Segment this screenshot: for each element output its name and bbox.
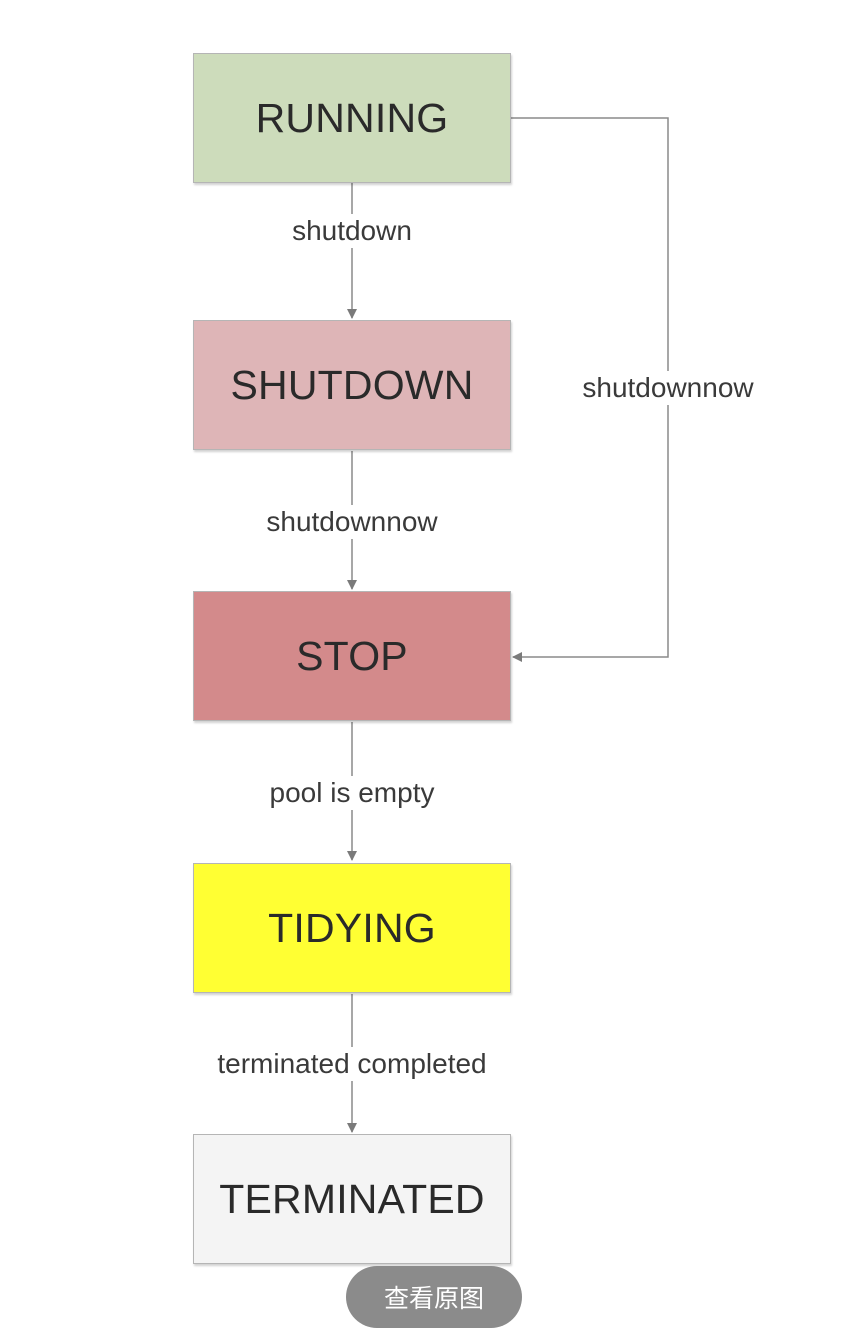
edge-label-shutdown-stop: shutdownnow xyxy=(266,505,438,539)
view-original-button[interactable]: 查看原图 xyxy=(346,1266,522,1328)
edge-label-running-stop: shutdownnow xyxy=(582,371,754,405)
state-running-label: RUNNING xyxy=(255,94,449,141)
edge-label-running-shutdown: shutdown xyxy=(292,214,412,248)
state-shutdown-label: SHUTDOWN xyxy=(230,361,474,408)
edge-label-stop-tidying: pool is empty xyxy=(269,776,435,810)
state-terminated: TERMINATED xyxy=(193,1134,511,1264)
state-tidying-label: TIDYING xyxy=(268,904,436,951)
edge-label-tidying-terminated: terminated completed xyxy=(217,1047,487,1081)
state-terminated-label: TERMINATED xyxy=(219,1175,485,1222)
state-running: RUNNING xyxy=(193,53,511,183)
state-shutdown: SHUTDOWN xyxy=(193,320,511,450)
state-stop-label: STOP xyxy=(296,632,408,679)
state-tidying: TIDYING xyxy=(193,863,511,993)
state-stop: STOP xyxy=(193,591,511,721)
